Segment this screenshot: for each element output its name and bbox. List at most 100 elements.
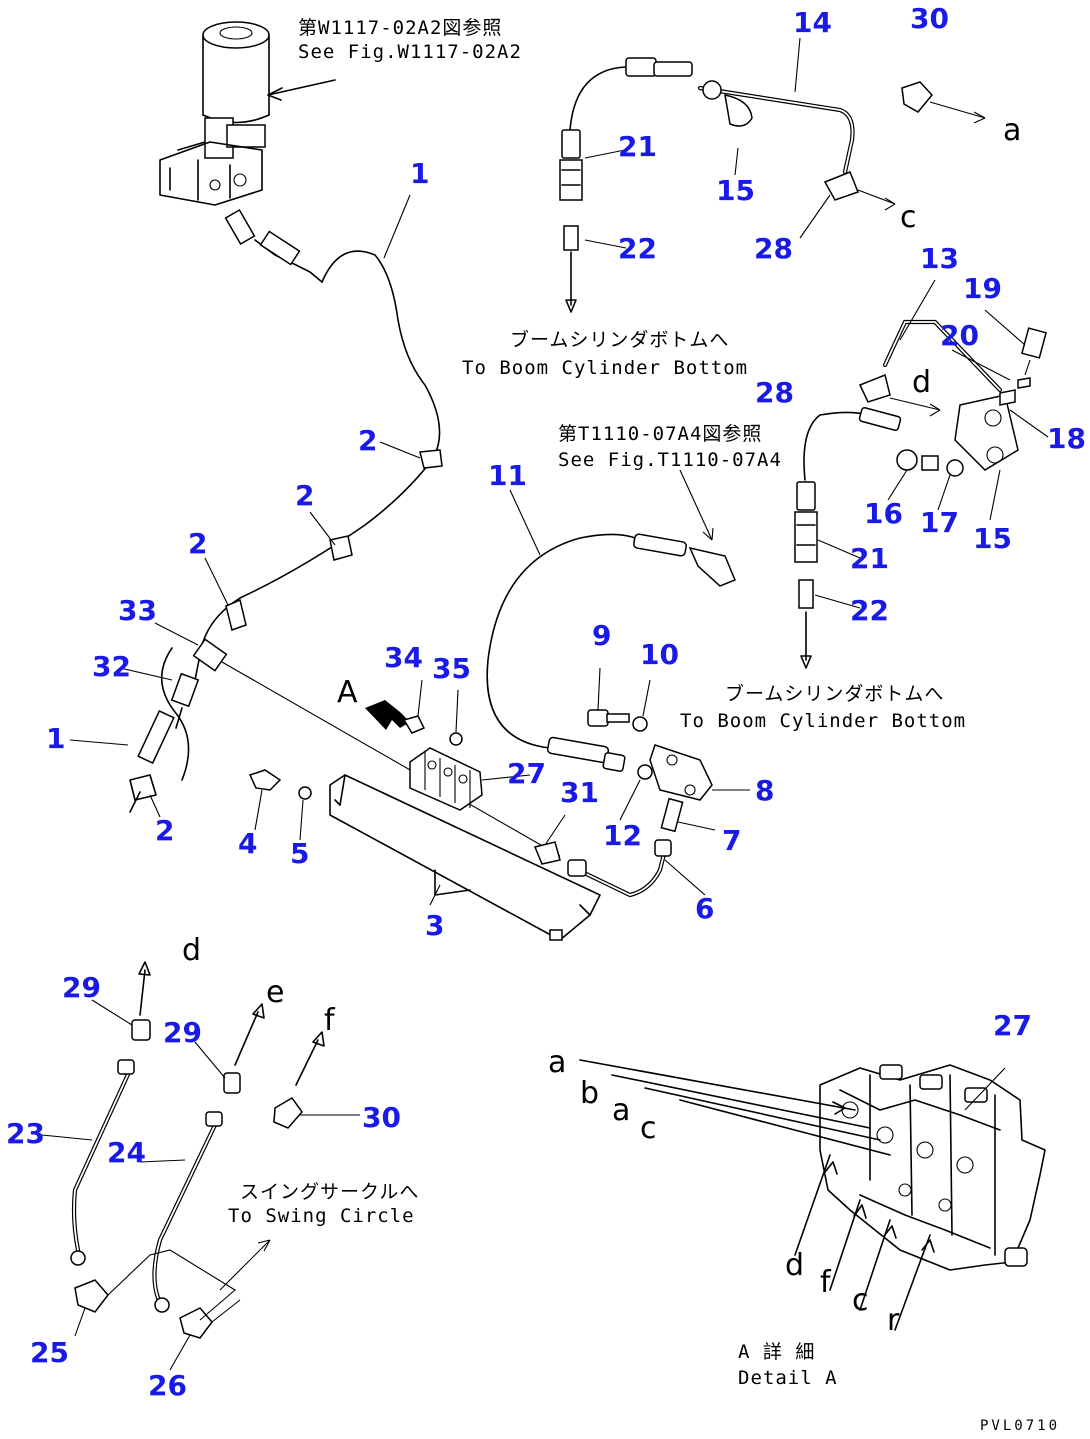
callout-2-a: 2 [358, 424, 377, 457]
view-arrow-a: A [337, 675, 410, 730]
callout-1-top: 1 [410, 157, 429, 190]
callout-29-b: 29 [163, 1016, 202, 1049]
callout-15-right: 15 [973, 522, 1012, 555]
ref-swing-en: To Swing Circle [228, 1205, 415, 1227]
callout-17: 17 [920, 506, 959, 539]
callout-13: 13 [920, 242, 959, 275]
callout-2-b: 2 [295, 479, 314, 512]
ref-swing-jp: スイングサークルへ [240, 1181, 419, 1203]
hose-11 [486, 533, 736, 772]
bolt-34 [402, 715, 426, 734]
callout-26: 26 [148, 1369, 187, 1402]
callout-10: 10 [640, 638, 679, 671]
callout-25: 25 [30, 1336, 69, 1369]
callout-28-top: 28 [754, 232, 793, 265]
callout-14: 14 [793, 6, 832, 39]
flow-letter-e: e [266, 975, 284, 1010]
bolt-4 [248, 769, 282, 791]
callout-15-top: 15 [716, 174, 755, 207]
callout-leaders [41, 37, 1049, 1371]
callout-34: 34 [384, 641, 423, 674]
detail-a-flow-arrows [579, 1059, 1006, 1331]
pipe-14-assembly: c [559, 57, 917, 313]
ref-boom-mid-jp: ブームシリンダボトムへ [725, 682, 944, 705]
callout-21-right: 21 [850, 542, 889, 575]
washer-35 [449, 732, 463, 746]
pipe-6 [567, 839, 672, 898]
ref-boom-top-en: To Boom Cylinder Bottom [462, 357, 748, 379]
callout-22-top: 22 [618, 232, 657, 265]
detail-title-en: Detail A [738, 1367, 838, 1389]
detail-letter-c2: c [852, 1283, 869, 1318]
motor-assembly [159, 21, 336, 283]
flow-letter-f: f [324, 1003, 336, 1038]
callout-30-top: 30 [910, 2, 949, 35]
callout-20: 20 [940, 319, 979, 352]
washer-5 [298, 786, 312, 800]
callout-22-right: 22 [850, 594, 889, 627]
view-arrow-label: A [337, 675, 358, 710]
callout-9: 9 [592, 619, 611, 652]
callout-2-c: 2 [188, 527, 207, 560]
callout-18: 18 [1047, 422, 1086, 455]
clamp-2-c [225, 598, 247, 631]
callout-11: 11 [488, 459, 527, 492]
callout-24: 24 [107, 1136, 146, 1169]
flow-letter-c-top: c [900, 200, 917, 235]
figure-code: PVL0710 [980, 1418, 1060, 1434]
callout-6: 6 [695, 892, 714, 925]
callout-23: 23 [6, 1117, 45, 1150]
valve-block-27 [409, 747, 483, 811]
detail-letter-r: r [887, 1303, 900, 1338]
ref-boom-top-jp: ブームシリンダボトムへ [510, 328, 729, 351]
callout-29-a: 29 [62, 971, 101, 1004]
hose-33 [221, 661, 561, 857]
detail-letter-f: f [820, 1265, 832, 1300]
callout-16: 16 [864, 497, 903, 530]
ref-fig-t-jp: 第T1110-07A4図参照 [558, 423, 762, 445]
lower-left-fittings [129, 638, 228, 813]
flow-letter-a-top: a [1003, 113, 1021, 148]
detail-letter-c: c [640, 1111, 657, 1146]
hose-1 [194, 250, 441, 681]
right-valve-assembly: d [794, 319, 1047, 669]
callout-12: 12 [603, 819, 642, 852]
callout-19: 19 [963, 272, 1002, 305]
detail-a-valve [819, 1064, 1046, 1271]
ref-boom-mid-en: To Boom Cylinder Bottom [680, 710, 966, 732]
clamp-2-b [329, 535, 353, 561]
flow-letter-c-right: d [912, 365, 931, 400]
callout-28-mid: 28 [755, 376, 794, 409]
ref-fig-t-en: See Fig.T1110-07A4 [558, 449, 782, 471]
clamp-2-a [419, 449, 443, 469]
callout-1-left: 1 [46, 722, 65, 755]
callout-8: 8 [755, 774, 774, 807]
callout-32: 32 [92, 650, 131, 683]
ref-motor-jp: 第W1117-02A2図参照 [298, 17, 502, 39]
callout-numbers: 1 14 30 21 15 22 28 13 19 20 18 28 16 17… [6, 2, 1086, 1402]
detail-letter-a1: a [548, 1045, 566, 1080]
callout-4: 4 [238, 827, 257, 860]
callout-27-detail: 27 [993, 1009, 1032, 1042]
flow-letter-d: d [182, 933, 201, 968]
fittings-9-10-8 [533, 709, 750, 865]
callout-31: 31 [560, 776, 599, 809]
callout-5: 5 [290, 837, 309, 870]
callout-21-top: 21 [618, 130, 657, 163]
callout-35: 35 [432, 652, 471, 685]
callout-3: 3 [425, 909, 444, 942]
fitting-30-top: a [901, 81, 1021, 148]
detail-letter-b: b [580, 1076, 599, 1111]
detail-letter-a2: a [612, 1093, 630, 1128]
callout-7: 7 [722, 824, 741, 857]
ref-motor-en: See Fig.W1117-02A2 [298, 41, 522, 63]
callout-27-main: 27 [507, 757, 546, 790]
detail-title-jp: A 詳 細 [738, 1341, 815, 1363]
callout-2-d: 2 [155, 814, 174, 847]
valve-bracket-3 [329, 774, 601, 941]
lower-left-piping [70, 961, 325, 1339]
detail-letter-d: d [785, 1248, 804, 1283]
callout-33: 33 [118, 594, 157, 627]
callout-30-bottom: 30 [362, 1101, 401, 1134]
